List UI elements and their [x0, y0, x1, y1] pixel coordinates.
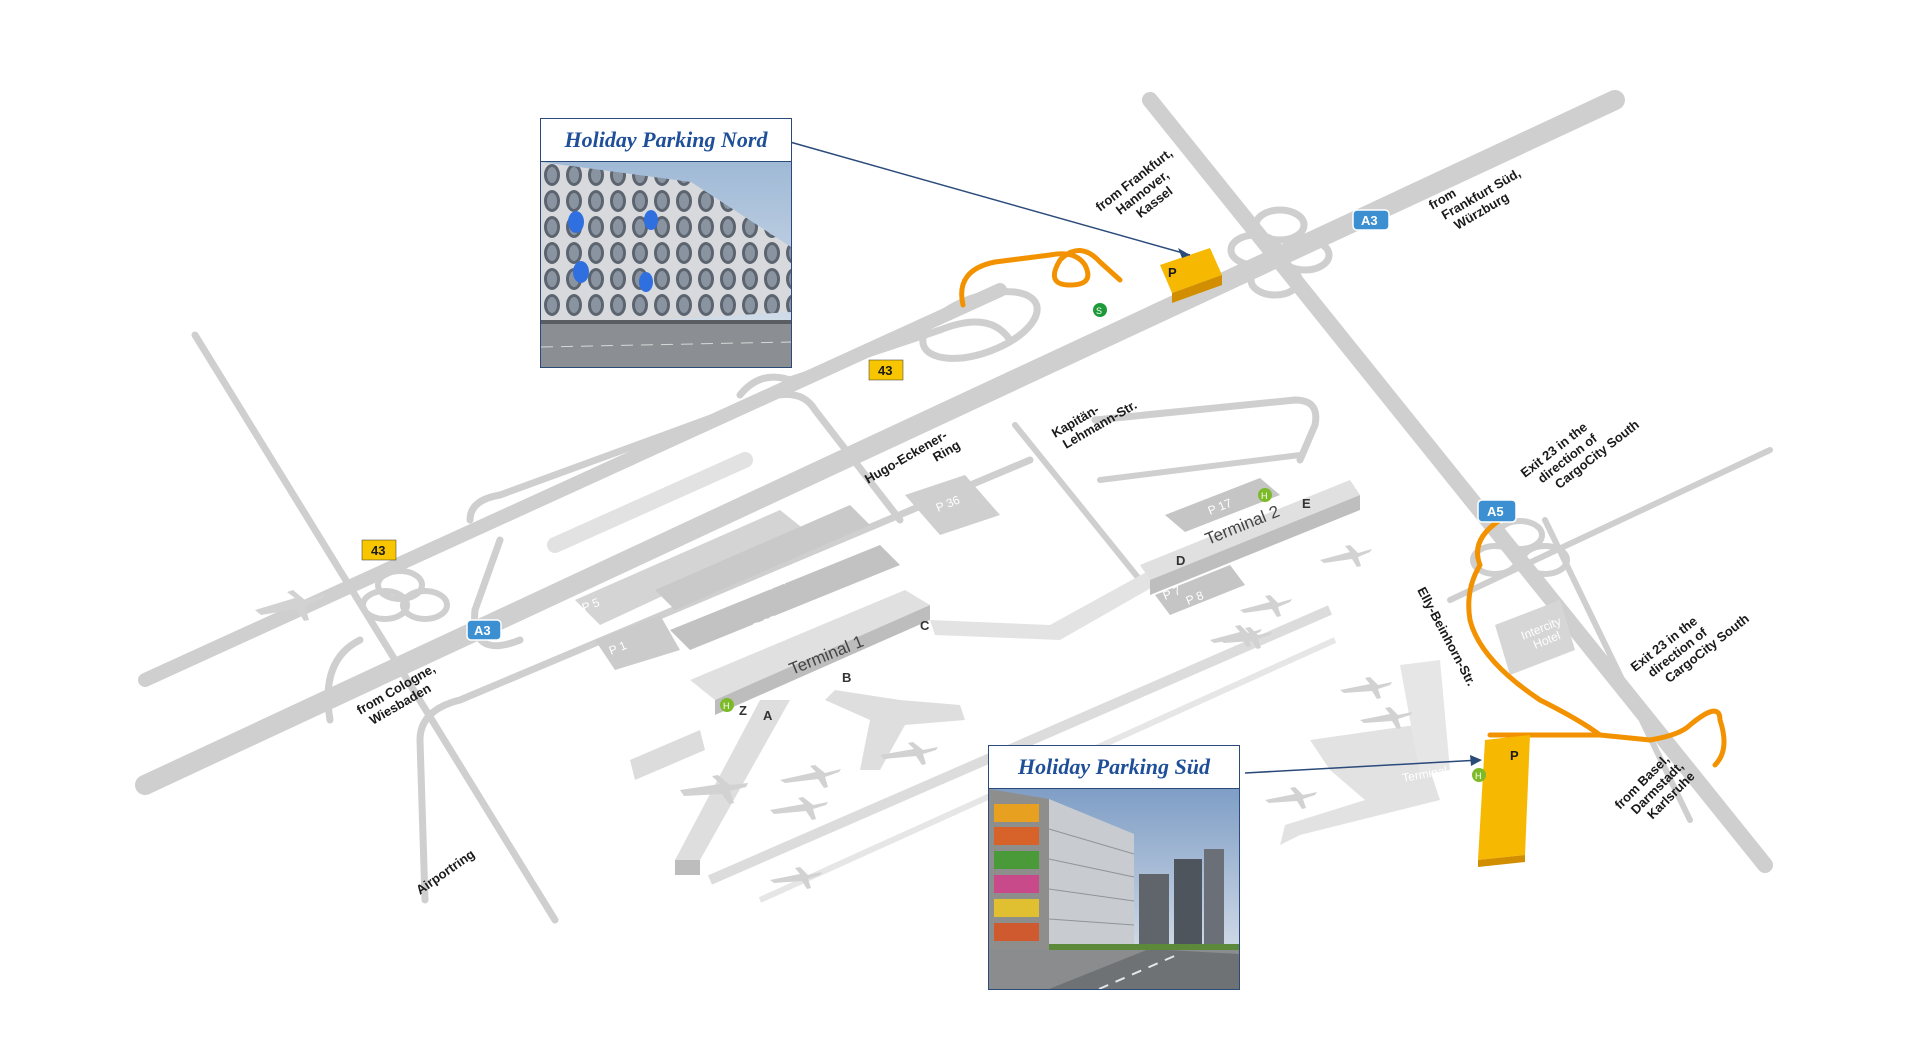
parking-sud-photo: [989, 789, 1239, 989]
parking-label: P 7: [1161, 583, 1183, 603]
buildings: [575, 475, 1575, 875]
carpark-p7: [1155, 565, 1245, 615]
holiday-parking-nord-building: P: [1160, 248, 1222, 303]
a3-motorway: [135, 90, 1625, 795]
svg-text:A5: A5: [1487, 504, 1504, 519]
airplane-icon: [1240, 595, 1292, 617]
svg-text:H: H: [1475, 771, 1482, 781]
a3-shield: A3: [1352, 209, 1390, 231]
parking-nord-photo: [541, 162, 791, 367]
route-nord: [959, 248, 1123, 308]
airportring-road: [416, 456, 1034, 904]
airplane-icon: [770, 797, 828, 820]
b43-shield: 43: [361, 539, 397, 561]
callout-title: Holiday Parking Nord: [541, 119, 791, 162]
svg-text:H: H: [1261, 491, 1268, 501]
parking-routes: [959, 248, 1727, 768]
airplane-icon: [1220, 627, 1272, 649]
gate-c-label: C: [920, 618, 930, 633]
parking-label: P 1: [607, 638, 629, 658]
carpark-p36: [905, 475, 1000, 535]
from-frankfurt-label: from Frankfurt, Hannover, Kassel: [1093, 143, 1197, 238]
parking-label: P 8: [1184, 588, 1206, 608]
svg-text:A3: A3: [1361, 213, 1378, 228]
parking-labels: P 5 P 2/3 P 1 P 4 P 35 P 39 P 36 P 17 P …: [580, 468, 1563, 723]
carpark-p4: [655, 505, 870, 610]
svg-text:A3: A3: [474, 623, 491, 638]
svg-text:H: H: [723, 701, 730, 711]
b43-shield: 43: [868, 359, 904, 381]
terminal-3-building: [1280, 725, 1440, 845]
parking-p-marker: P: [1168, 265, 1177, 280]
sbahn-icon: S: [1093, 303, 1107, 317]
gate-a-label: A: [763, 708, 773, 723]
highway-shields: A3 A3 A5 43 43: [361, 209, 1517, 641]
airplane-icon: [255, 590, 325, 621]
gate-z-label: Z: [739, 703, 747, 718]
ring-road-2: [1091, 396, 1320, 464]
airplane-icon: [1340, 677, 1392, 699]
parking-label: P 19: [1270, 468, 1298, 490]
callout-holiday-parking-sud: Holiday Parking Süd: [988, 745, 1240, 990]
airplane-icon: [770, 867, 822, 889]
airplane-icon: [1265, 787, 1317, 809]
gate-b-label: B: [842, 670, 851, 685]
pier-b: [825, 690, 965, 770]
parking-p-marker: P: [1510, 748, 1519, 763]
a5-shield: A5: [1477, 499, 1517, 523]
airplane-icon: [780, 765, 841, 788]
gate-d-label: D: [1176, 553, 1185, 568]
bus-stop-icon: H: [720, 698, 734, 712]
a3-shield: A3: [466, 619, 502, 641]
svg-text:S: S: [1096, 306, 1102, 316]
route-sud: [1466, 517, 1727, 768]
airplane-icon: [1320, 545, 1372, 567]
runway-north: [547, 452, 753, 553]
parking-label: P 9: [1326, 523, 1348, 543]
sud-connector-line: [1244, 759, 1481, 774]
north-ramp-road: [736, 318, 1014, 399]
exit23-top-label: Exit 23 in the direction of CargoCity So…: [1518, 393, 1642, 504]
parking-label: P 4: [766, 573, 788, 593]
svg-text:43: 43: [878, 363, 892, 378]
pier-c-connector: [930, 570, 1165, 640]
carpark-p35: [670, 545, 900, 650]
bus-stop-icon: H: [1258, 488, 1272, 502]
gate-e-label: E: [1302, 496, 1311, 511]
callout-holiday-parking-nord: Holiday Parking Nord: [540, 118, 792, 368]
pier-a: [675, 700, 790, 860]
bus-stop-icon: H: [1472, 768, 1486, 782]
callout-title: Holiday Parking Süd: [989, 746, 1239, 789]
svg-text:43: 43: [371, 543, 385, 558]
carpark-p17: [1165, 478, 1280, 532]
parking-label: P 5: [580, 595, 602, 615]
airplane-icon: [1360, 707, 1412, 729]
airplane-icon: [880, 742, 938, 765]
airplane-icon: [680, 775, 748, 804]
carpark-p5: [575, 510, 805, 625]
ring-road-3: [1097, 452, 1303, 483]
exit23-bottom-label: Exit 23 in the direction of CargoCity So…: [1628, 587, 1752, 698]
carpark-p1: [595, 615, 680, 670]
cargo-road: [1542, 517, 1693, 823]
terminal-loop-road: [466, 390, 904, 524]
terminal-1-building: [690, 590, 930, 700]
nord-connector-line: [789, 141, 1191, 256]
left-diagonal-road: [191, 331, 559, 924]
kapitan-lehmann-road: [1012, 422, 1143, 583]
intercity-hotel: [1495, 600, 1575, 675]
aircraft: [255, 545, 1412, 889]
parking-label: P 29: [685, 701, 713, 723]
terminal-2-building: [1140, 480, 1360, 580]
holiday-parking-sud-building: P: [1478, 735, 1530, 867]
